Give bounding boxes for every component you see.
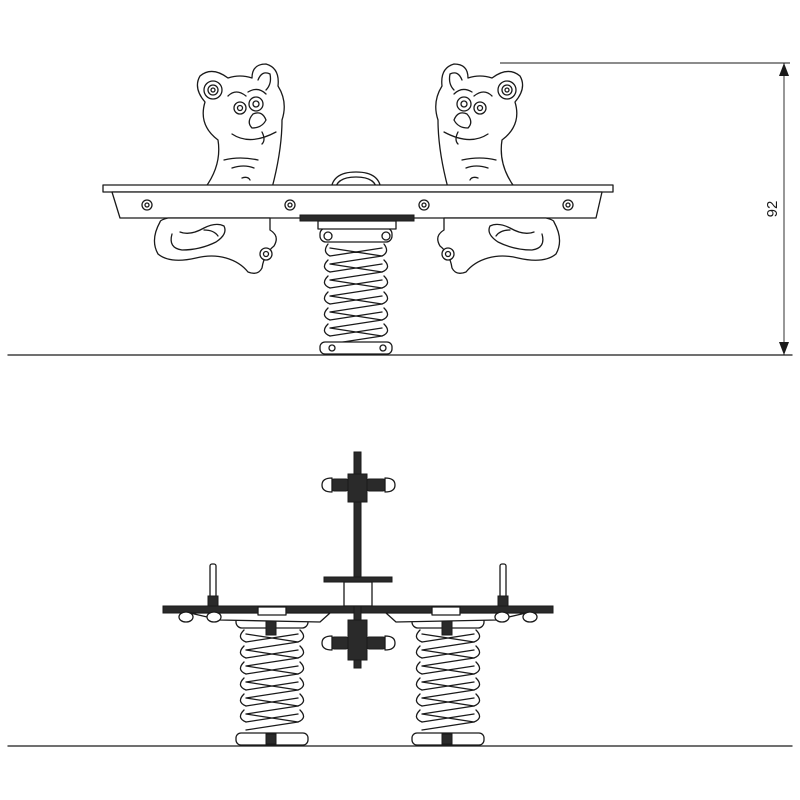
front-right-bear-head	[435, 63, 524, 189]
front-left-bear-head	[196, 63, 285, 189]
side-left-spring	[235, 613, 309, 746]
front-right-footrest	[437, 217, 561, 274]
side-left-footrest-post	[207, 563, 219, 607]
side-lower-handle	[321, 635, 396, 651]
height-dimension: 92	[500, 62, 790, 355]
front-view: 92	[7, 62, 793, 356]
side-right-spring	[411, 613, 485, 746]
side-right-footrest-post	[497, 563, 509, 607]
front-spring	[319, 227, 393, 355]
side-view	[7, 451, 793, 747]
height-dimension-label: 92	[764, 201, 781, 218]
front-left-footrest	[153, 217, 277, 274]
side-center-handle-post	[323, 451, 393, 669]
front-seesaw-beam	[102, 184, 614, 230]
side-upper-handle	[321, 477, 396, 493]
